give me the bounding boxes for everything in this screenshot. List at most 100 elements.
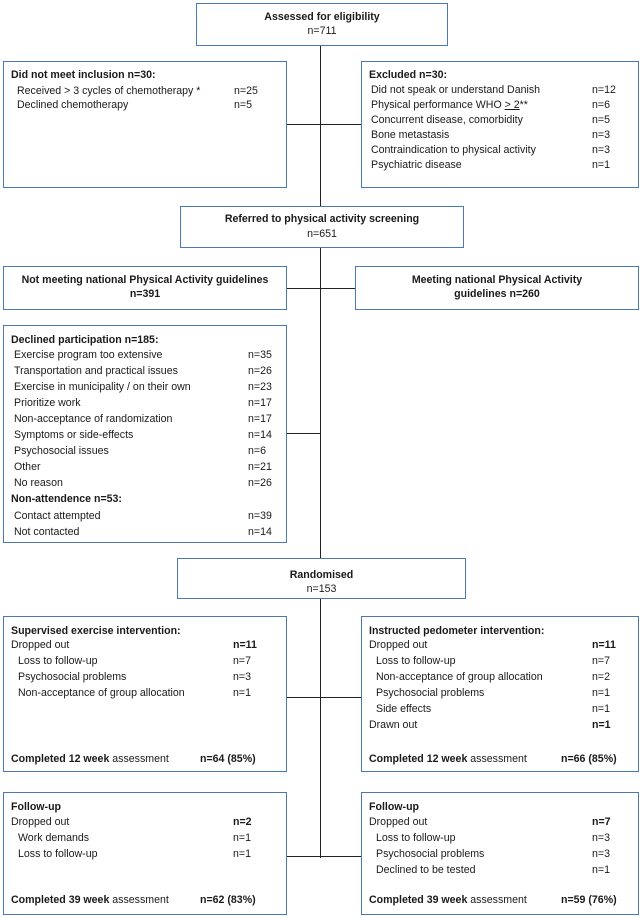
item-value: n=39 [248,510,272,522]
item-value: n=3 [592,848,610,860]
supervised-title: Supervised exercise intervention: [11,625,181,637]
item-value: n=1 [592,703,610,715]
not-meeting-count: n=391 [129,288,161,300]
completed-pre: Completed [369,753,427,765]
item-label: Declined to be tested [376,864,476,876]
item-value: n=14 [248,429,272,441]
item-label: Received > 3 cycles of chemotherapy * [17,85,201,97]
item-value: n=26 [248,365,272,377]
completed-row: Completed 39 week assessment n=62 (83%) [4,894,286,910]
item-label: Exercise in municipality / on their own [14,381,191,393]
randomised-to-split-line [320,596,322,858]
item-value: n=1 [233,687,251,699]
dropped-value: n=11 [592,639,616,651]
screening-to-split-line [320,248,322,564]
item-label: Psychosocial problems [376,848,485,860]
item-value: n=5 [592,114,610,126]
list-item: Loss to follow-up n=1 [4,848,286,864]
meeting-box: Meeting national Physical Activity guide… [355,266,639,310]
excluded-title: Excluded n=30: [369,69,448,81]
not-inclusion-box: Did not meet inclusion n=30: Received > … [3,61,287,188]
declined-box: Declined participation n=185: Exercise p… [3,325,287,543]
item-value: n=3 [592,144,610,156]
completed-label: Completed 39 week assessment [369,894,527,906]
item-label: Physical performance WHO > 2** [371,99,528,111]
item-value: n=7 [592,655,610,667]
item-value: n=1 [592,159,610,171]
branch-line-declined [287,433,321,435]
item-label: Symptoms or side-effects [14,429,134,441]
item-value: n=1 [592,687,610,699]
drawn-value: n=1 [592,719,611,731]
item-label: Non-acceptance of group allocation [376,671,543,683]
item-value: n=6 [592,99,610,111]
dropped-label: Dropped out [369,639,428,651]
dropped-label: Dropped out [369,816,428,828]
list-item: Transportation and practical issues n=26 [4,365,286,381]
list-item: Declined chemotherapy n=5 [4,99,286,115]
item-value: n=3 [592,129,610,141]
completed-pre: Completed [11,753,69,765]
item-label-suffix: ** [519,99,528,111]
eligibility-count: n=711 [307,25,337,37]
item-value: n=25 [234,85,258,97]
item-label: Psychosocial problems [18,671,127,683]
branch-line-interventions [287,697,361,699]
item-label: Side effects [376,703,432,715]
item-label: Loss to follow-up [18,655,98,667]
branch-line-guidelines [287,288,355,290]
completed-row: Completed 12 week assessment n=66 (85%) [362,753,638,769]
item-value: n=1 [592,864,610,876]
list-item: Declined to be tested n=1 [362,864,638,880]
completed-bold: 39 week [68,894,110,906]
eligibility-title: Assessed for eligibility [264,11,380,23]
item-label: Non-acceptance of randomization [14,413,173,425]
item-value: n=5 [234,99,252,111]
item-value: n=26 [248,477,272,489]
item-label: Prioritize work [14,397,81,409]
item-value: n=17 [248,413,272,425]
item-value: n=17 [248,397,272,409]
item-label: Psychosocial issues [14,445,109,457]
completed-post: assessment [467,753,527,765]
item-value: n=23 [248,381,272,393]
item-label-text: Physical performance WHO [371,99,505,111]
list-item: Physical performance WHO > 2** n=6 [362,99,638,115]
item-label: Did not speak or understand Danish [371,84,541,96]
completed-label: Completed 12 week assessment [369,753,527,765]
dropped-row: Dropped out n=11 [362,639,638,655]
dropped-value: n=2 [233,816,252,828]
item-value: n=1 [233,848,251,860]
completed-bold: 12 week [68,753,110,765]
branch-line-followup [287,856,361,858]
item-value: n=21 [248,461,272,473]
dropped-label: Dropped out [11,816,70,828]
completed-pre: Completed [369,894,427,906]
item-label: Declined chemotherapy [17,99,129,111]
list-item: Non-acceptance of randomization n=17 [4,413,286,429]
declined-title: Declined participation n=185: [11,334,159,346]
completed-row: Completed 39 week assessment n=59 (76%) [362,894,638,910]
item-label: Transportation and practical issues [14,365,178,377]
not-meeting-title: Not meeting national Physical Activity g… [21,274,269,286]
item-label: Loss to follow-up [376,655,456,667]
completed-label: Completed 12 week assessment [11,753,169,765]
item-label: Work demands [18,832,90,844]
completed-bold: 12 week [426,753,468,765]
instructed-title: Instructed pedometer intervention: [369,625,545,637]
item-label: Not contacted [14,526,80,538]
completed-value: n=66 (85%) [561,753,617,765]
list-item: Contraindication to physical activity n=… [362,144,638,160]
dropped-label: Dropped out [11,639,70,651]
item-label: Loss to follow-up [18,848,98,860]
item-label: Psychiatric disease [371,159,462,171]
excluded-box: Excluded n=30: Did not speak or understa… [361,61,639,188]
